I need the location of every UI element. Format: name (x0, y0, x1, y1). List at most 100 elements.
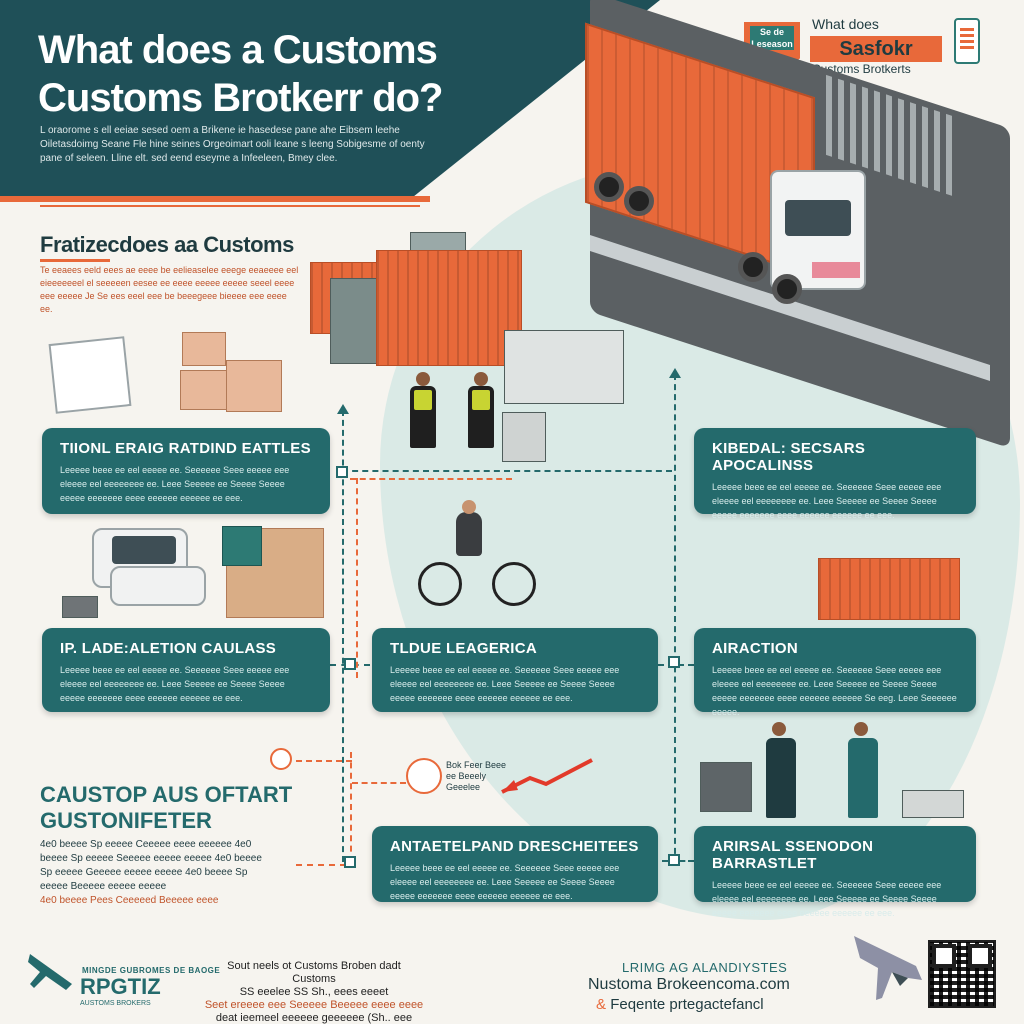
cta-body: 4e0 beeee Sp eeeee Ceeeee eeee eeeeee 4e… (40, 838, 270, 908)
cyclist-icon (456, 512, 482, 556)
clock-icon (406, 758, 442, 794)
airplane-icon (854, 936, 922, 1000)
badge-text: Bok Feer Beee ee Beeely Geeelee (446, 760, 507, 792)
connector-node (344, 658, 356, 670)
connector-line-orange (350, 478, 512, 480)
card-body: Leeeee beee ee eel eeeee ee. Seeeeee See… (390, 665, 620, 703)
truck-wheel (738, 252, 768, 282)
connector-node (344, 856, 356, 868)
card-title: ANTAETELPAND DRESCHEITEES (390, 838, 639, 855)
header-accent-line (40, 205, 420, 207)
cta-title: CAUSTOP AUS OFTART GUSTONIFETER (40, 782, 292, 834)
van-window (112, 536, 176, 564)
safety-vest (414, 390, 432, 410)
footer-tagline: & Feqente prtegactefancl (596, 996, 764, 1013)
footer-contact-line: deat ieemeel eeeeee geeeeee (Sh.. eee (215, 1012, 413, 1024)
card-body: Leeeee beee ee eel eeeee ee. Seeeeee See… (712, 482, 942, 520)
info-card[interactable]: IP. LADE:ALETION CAULASS Leeeee beee ee … (42, 628, 330, 712)
cta-title-line1: CAUSTOP AUS OFTART (40, 782, 293, 807)
cta-title-line2: GUSTONIFETER (40, 808, 212, 833)
card-body: Leeeee beee ee eel eeeee ee. Seeeeee See… (712, 665, 957, 717)
ampersand: & (596, 996, 607, 1013)
worker-head (854, 722, 868, 736)
cardboard-box-icon (226, 360, 282, 412)
truck-wheel (624, 186, 654, 216)
footer-contact-line: Seet ereeee eee Seeeee Beeeee eeee eeee (204, 999, 424, 1011)
brand-tagline: What does (812, 16, 879, 32)
arrow-up-icon (337, 404, 349, 414)
parcel-box-wrap (222, 526, 262, 566)
footer-logo-tagline: MINGDE GUBROMES DE BAOGE (82, 966, 221, 975)
cardboard-box-icon (180, 370, 232, 410)
info-card[interactable]: ARIRSAL SSENODON BARRASTLET Leeeee beee … (694, 826, 976, 918)
cyclist-head (462, 500, 476, 514)
connector-line (674, 374, 676, 864)
info-card[interactable]: TLDUE LEAGERICA Leeeee beee ee eel eeeee… (372, 628, 658, 712)
cta-highlight-text: 4e0 beeee Pees Ceeeeed Beeeee eeee (40, 895, 219, 906)
connector-line-orange (350, 752, 352, 862)
worker-icon (848, 738, 878, 818)
worker-head (772, 722, 786, 736)
arrow-up-icon (669, 368, 681, 378)
bicycle-wheel (418, 562, 462, 606)
info-card[interactable]: KIBEDAL: SECSARS APOCALINSS Leeeee beee … (694, 428, 976, 520)
card-title: IP. LADE:ALETION CAULASS (60, 640, 277, 657)
connector-line-orange (352, 782, 406, 784)
footer-logo-name[interactable]: RPGTIZ (80, 974, 161, 999)
card-title: TIIONL ERAIG RATDIND EATTLES (60, 440, 311, 457)
truck-wheel (594, 172, 624, 202)
connector-line (342, 470, 672, 472)
forklift-icon (700, 762, 752, 812)
van-body (110, 566, 206, 606)
footer-tagline-text: Feqente prtegactefancl (610, 996, 764, 1013)
connector-line (342, 410, 344, 862)
cta-body-text: 4e0 beeee Sp eeeee Ceeeee eeee eeeeee 4e… (40, 839, 262, 892)
pallet-icon (902, 790, 964, 818)
connector-node (668, 854, 680, 866)
marker-circle-icon (270, 748, 292, 770)
worker-head (416, 372, 430, 386)
brand-name[interactable]: Sasfokr (810, 36, 942, 62)
airplane-logo-icon (28, 954, 72, 990)
truck-window (785, 200, 851, 236)
info-card[interactable]: TIIONL ERAIG RATDIND EATTLES Leeeee beee… (42, 428, 330, 514)
truck-wheel (772, 274, 802, 304)
connector-line-orange (296, 760, 352, 762)
footer-logo-subtitle: AUSTOMS BROKERS (80, 1000, 151, 1007)
red-arrow-icon (501, 758, 593, 794)
card-body: Leeeee beee ee eel eeeee ee. Seeeeee See… (712, 880, 942, 918)
section-title: Fratizecdoes aa Customs (40, 232, 294, 262)
bicycle-wheel (492, 562, 536, 606)
worker-icon (766, 738, 796, 818)
shipping-container-icon (818, 558, 960, 620)
footer-contact: Sout neels ot Customs Broben dadt Custom… (204, 960, 424, 1024)
truck-grill (812, 262, 860, 278)
intro-paragraph: L oraorome s ell eeiae sesed oem a Brike… (40, 125, 425, 164)
section-description: Te eeaees eeld eees ae eeee be eelieasel… (40, 265, 299, 314)
qr-code-icon[interactable] (928, 940, 996, 1008)
page-title: What does a Customs Customs Brotkerr do? (38, 28, 444, 120)
info-card[interactable]: AIRACTION Leeeee beee ee eel eeeee ee. S… (694, 628, 976, 717)
info-card[interactable]: ANTAETELPAND DRESCHEITEES Leeeee beee ee… (372, 826, 658, 902)
checklist-icon (954, 18, 980, 64)
header-accent-bar (0, 196, 430, 202)
card-title: ARIRSAL SSENODON BARRASTLET (712, 838, 874, 872)
footer-headline: LRIMG AG ALANDIYSTES (622, 960, 788, 975)
card-title: KIBEDAL: SECSARS APOCALINSS (712, 440, 866, 474)
card-body: Leeeee beee ee eel eeeee ee. Seeeeee See… (60, 465, 290, 503)
connector-line-orange (356, 478, 358, 678)
card-title: TLDUE LEAGERICA (390, 640, 537, 657)
card-title: AIRACTION (712, 640, 799, 657)
worker-head (474, 372, 488, 386)
connector-node (668, 656, 680, 668)
card-body: Leeeee beee ee eel eeeee ee. Seeeeee See… (390, 863, 620, 901)
footer-contact-line: SS eeelee SS Sh., eees eeeet (239, 986, 389, 998)
cardboard-box-icon (182, 332, 226, 366)
safety-vest (472, 390, 490, 410)
document-icon (48, 336, 132, 414)
pallet-icon (504, 330, 624, 404)
footer-website-link[interactable]: Nustoma Brokeencoma.com (588, 976, 790, 993)
crate-icon (502, 412, 546, 462)
card-body: Leeeee beee ee eel eeeee ee. Seeeeee See… (60, 665, 290, 703)
connector-line-orange (296, 864, 346, 866)
